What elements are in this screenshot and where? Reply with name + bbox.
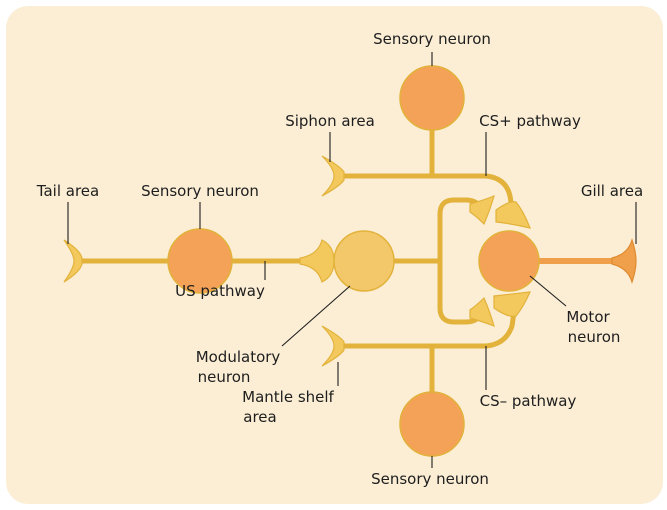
label-modulatory-2: neuron (198, 368, 251, 386)
label-sensory-bottom: Sensory neuron (371, 470, 489, 488)
modulatory-neuron (333, 230, 395, 292)
label-modulatory-1: Modulatory (196, 348, 281, 366)
label-sensory-left: Sensory neuron (141, 182, 259, 200)
cs-minus-axon (335, 309, 517, 349)
cs-plus-terminal (495, 201, 531, 229)
label-cs-minus: CS– pathway (480, 392, 577, 410)
cs-plus-axon (335, 173, 515, 211)
modulatory-terminal-upper (469, 194, 495, 226)
sensory-neuron-top (399, 65, 465, 131)
siphon-area-terminal (321, 155, 345, 197)
label-tail-area: Tail area (36, 182, 99, 200)
cs-minus-terminal (493, 291, 531, 317)
modulatory-terminal-lower (469, 296, 495, 328)
motor-neuron (478, 230, 540, 292)
sensory-neuron-bottom (399, 391, 465, 457)
label-mantle-2: area (243, 408, 276, 426)
label-gill-area: Gill area (581, 182, 643, 200)
label-sensory-top: Sensory neuron (373, 30, 491, 48)
label-us-pathway: US pathway (175, 282, 265, 300)
leader-modulatory (281, 285, 351, 347)
tail-area-terminal (63, 239, 83, 283)
label-siphon-area: Siphon area (285, 112, 375, 130)
leader-motor (529, 275, 567, 307)
label-motor-2: neuron (568, 328, 621, 346)
us-pathway-terminal (299, 239, 335, 283)
label-cs-plus: CS+ pathway (479, 112, 581, 130)
gill-area-terminal (611, 237, 637, 285)
label-mantle-1: Mantle shelf (242, 388, 334, 406)
label-motor-1: Motor (566, 308, 610, 326)
mantle-shelf-terminal (321, 325, 345, 367)
